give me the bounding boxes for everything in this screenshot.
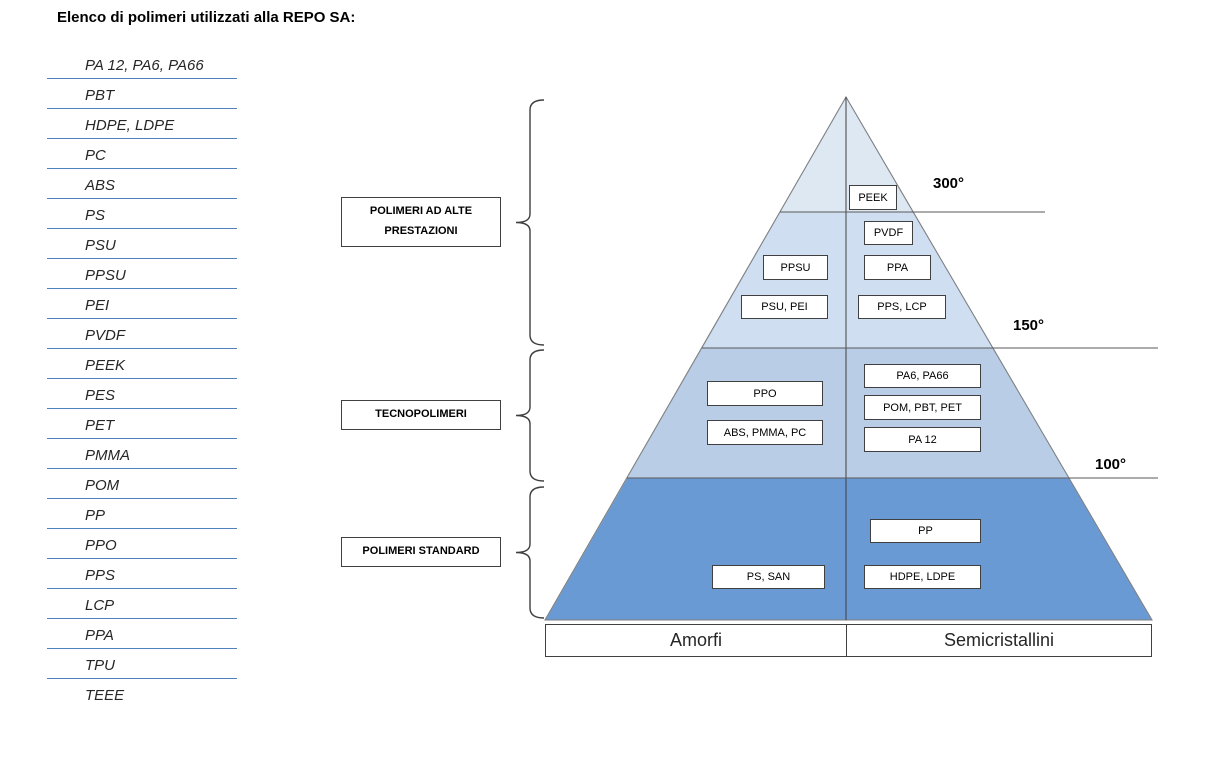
- brace-high-performance: [515, 99, 545, 346]
- pyramid-box-pa12: PA 12: [864, 427, 981, 452]
- list-item: HDPE, LDPE: [47, 109, 237, 139]
- pyramid-tier-standard-region: [544, 477, 1153, 621]
- list-item: PVDF: [47, 319, 237, 349]
- list-item: PPO: [47, 529, 237, 559]
- list-item: PBT: [47, 79, 237, 109]
- polymer-list: PA 12, PA6, PA66 PBT HDPE, LDPE PC ABS P…: [47, 49, 237, 709]
- list-item: TPU: [47, 649, 237, 679]
- list-item: PET: [47, 409, 237, 439]
- pyramid-tier-tecnopolimeri-region: [626, 347, 1070, 479]
- list-item: LCP: [47, 589, 237, 619]
- pyramid-box-ps-san: PS, SAN: [712, 565, 825, 589]
- group-label-tecnopolimeri: TECNOPOLIMERI: [341, 400, 501, 430]
- list-item: PMMA: [47, 439, 237, 469]
- pyramid-box-peek: PEEK: [849, 185, 897, 210]
- list-item: PPS: [47, 559, 237, 589]
- pyramid-outline: [544, 96, 1153, 621]
- temperature-label-150: 150°: [1013, 317, 1045, 334]
- list-item: ABS: [47, 169, 237, 199]
- list-item: PPSU: [47, 259, 237, 289]
- list-item: PEEK: [47, 349, 237, 379]
- pyramid-box-pp: PP: [870, 519, 981, 543]
- group-label-high-performance: POLIMERI AD ALTE PRESTAZIONI: [341, 197, 501, 247]
- pyramid-box-ppa: PPA: [864, 255, 931, 280]
- pyramid-box-ppo: PPO: [707, 381, 823, 406]
- group-label-standard: POLIMERI STANDARD: [341, 537, 501, 567]
- pyramid-box-hdpe-ldpe: HDPE, LDPE: [864, 565, 981, 589]
- list-item: PS: [47, 199, 237, 229]
- list-item: PSU: [47, 229, 237, 259]
- list-item: PEI: [47, 289, 237, 319]
- list-item: PPA: [47, 619, 237, 649]
- pyramid-box-pa6-pa66: PA6, PA66: [864, 364, 981, 388]
- pyramid-box-ppsu: PPSU: [763, 255, 828, 280]
- list-item: PES: [47, 379, 237, 409]
- base-label-semicristallini: Semicristallini: [846, 624, 1152, 657]
- pyramid-box-psu-pei: PSU, PEI: [741, 295, 828, 319]
- list-item: PA 12, PA6, PA66: [47, 49, 237, 79]
- base-label-amorfi: Amorfi: [545, 624, 847, 657]
- pyramid-tier-high-performance-region: [701, 211, 994, 349]
- temperature-label-300: 300°: [933, 175, 965, 192]
- list-item: TEEE: [85, 687, 125, 704]
- list-item: POM: [47, 469, 237, 499]
- list-item: PC: [47, 139, 237, 169]
- brace-standard: [515, 486, 545, 619]
- pyramid-box-pom-pbt-pet: POM, PBT, PET: [864, 395, 981, 420]
- brace-tecnopolimeri: [515, 349, 545, 482]
- list-item: PP: [47, 499, 237, 529]
- pyramid-box-pps-lcp: PPS, LCP: [858, 295, 946, 319]
- pyramid-box-pvdf: PVDF: [864, 221, 913, 245]
- temperature-label-100: 100°: [1095, 456, 1127, 473]
- page-title: Elenco di polimeri utilizzati alla REPO …: [57, 9, 356, 26]
- pyramid-box-abs-pmma-pc: ABS, PMMA, PC: [707, 420, 823, 445]
